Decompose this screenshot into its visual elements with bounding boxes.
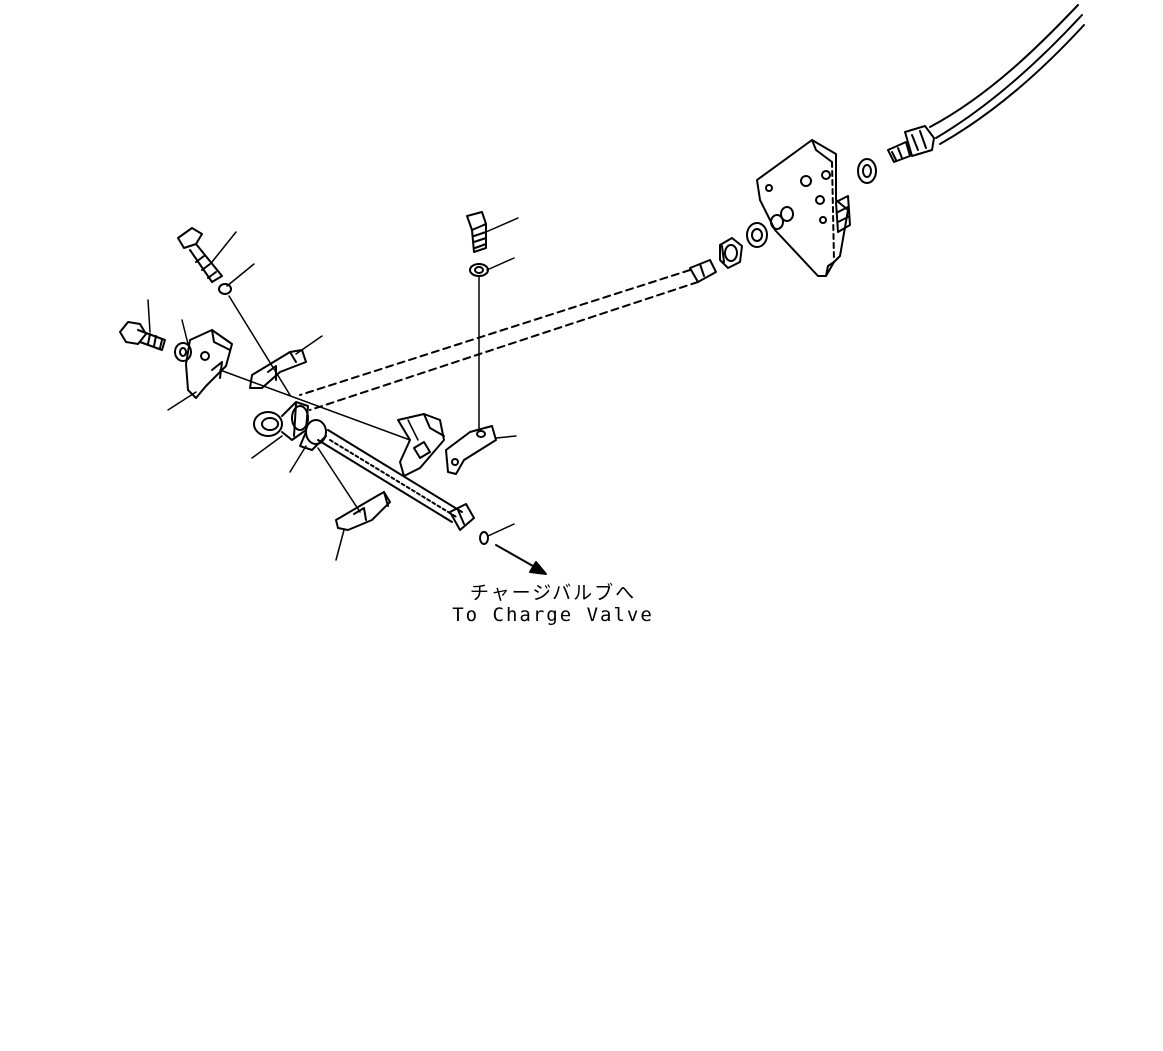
- l-bracket: [445, 425, 497, 475]
- clamp-center-right: [397, 413, 445, 477]
- clamp-small-upper: [249, 349, 307, 389]
- lower-hose: [317, 429, 475, 531]
- clamp-half-left: [185, 329, 233, 399]
- washer-right: [857, 158, 877, 184]
- bolt-center: [466, 211, 487, 253]
- arrow-to-charge-valve: [495, 544, 547, 575]
- eye-fitting: [253, 401, 309, 441]
- o-ring: [479, 531, 489, 545]
- leader-lines: [147, 217, 519, 561]
- grommet: [299, 419, 327, 451]
- mounting-bracket-plate: [756, 139, 851, 277]
- upper-hose: [929, 4, 1085, 145]
- washer-center: [746, 222, 768, 248]
- washer-center-small: [469, 263, 489, 277]
- callout-label-english: To Charge Valve: [452, 604, 654, 626]
- hose-end-fitting: [887, 125, 935, 163]
- bolt-left: [119, 321, 166, 351]
- washer-bolt-long: [218, 283, 232, 295]
- steel-tube: [299, 259, 717, 411]
- bolt-long: [177, 227, 223, 283]
- nut: [719, 237, 743, 269]
- callout-label-japanese: チャージバルブへ: [469, 582, 637, 604]
- clamp-lower: [335, 491, 391, 531]
- washer-left: [174, 342, 192, 362]
